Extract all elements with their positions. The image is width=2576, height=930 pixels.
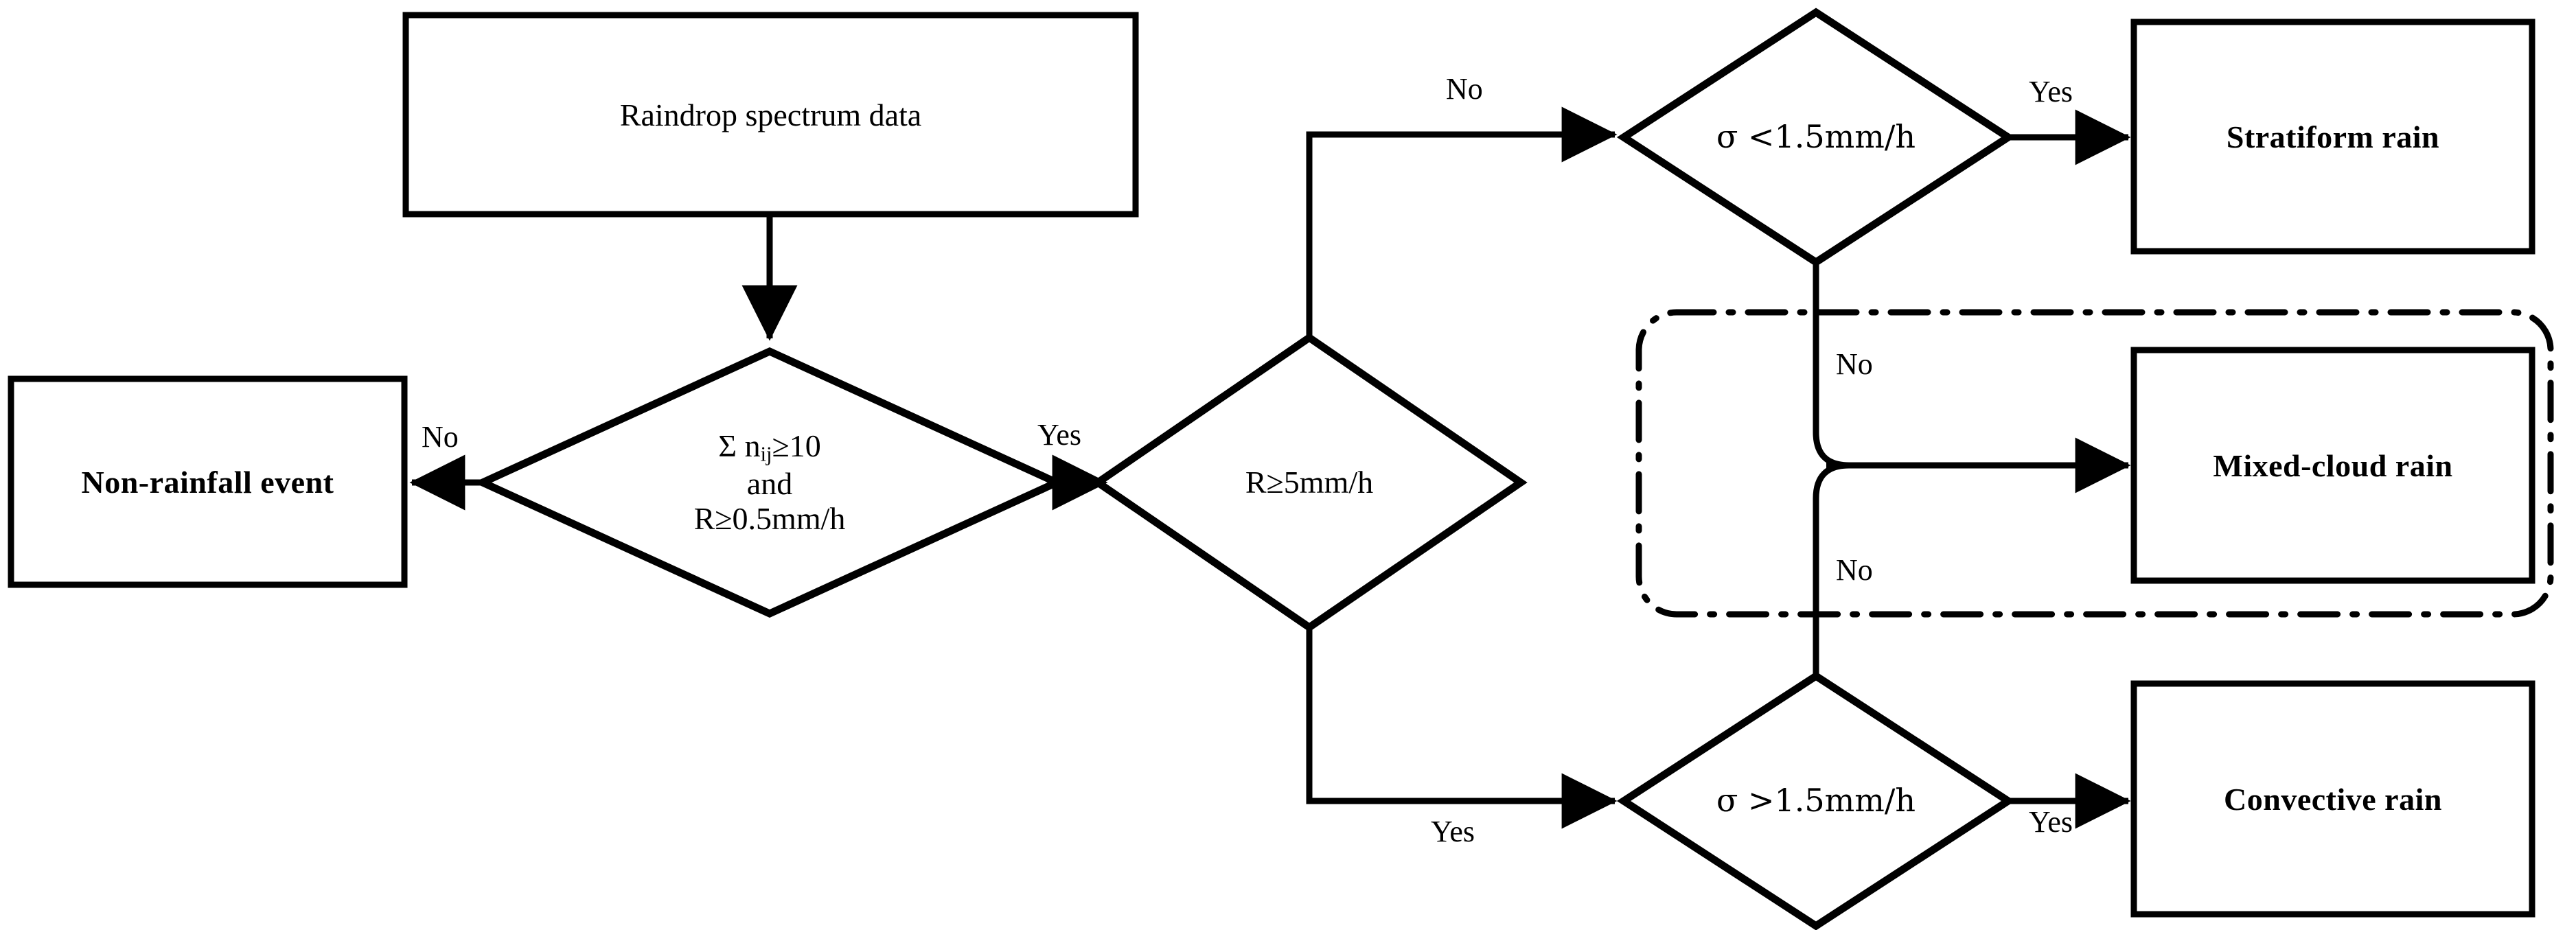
edge-rate-no: [1306, 106, 1618, 338]
node-sigma-high-shape: [1616, 671, 2016, 930]
node-threshold-shape: [473, 347, 1066, 618]
node-sigma-low-shape: [1616, 8, 2016, 267]
node-convective-shape: [2130, 680, 2535, 918]
grouping-region-dashdot: [1635, 309, 2554, 618]
node-mixed-cloud-shape: [2130, 347, 2535, 584]
edge-rate-yes: [1306, 627, 1618, 829]
edge-sigma-high-no: [1813, 462, 1850, 676]
node-non-rainfall-shape: [8, 375, 408, 588]
node-stratiform-shape: [2130, 19, 2535, 255]
edge-sigma-low-no: [1813, 262, 1850, 469]
node-rate-shape: [1091, 333, 1528, 632]
node-start-shape: [402, 12, 1139, 218]
